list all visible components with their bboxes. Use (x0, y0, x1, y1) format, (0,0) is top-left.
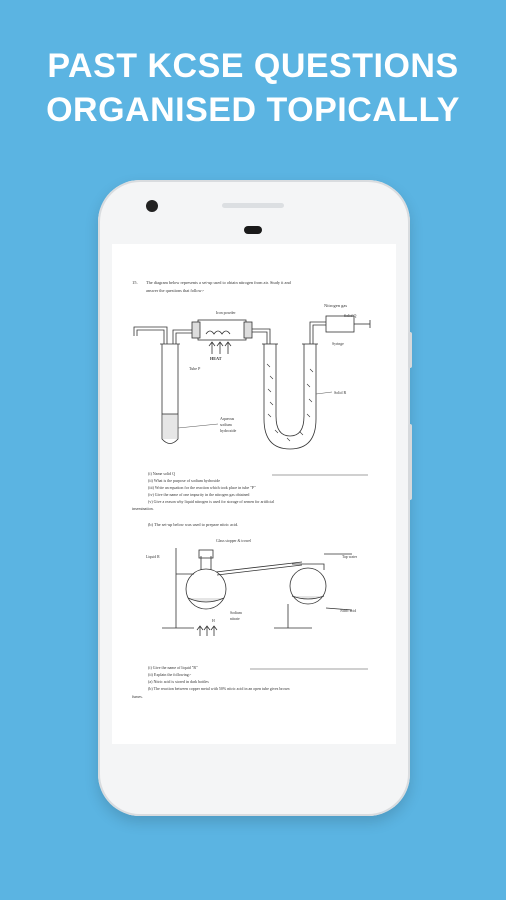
nitrogen-apparatus-diagram (133, 315, 371, 450)
label-sodium: sodium (220, 422, 233, 427)
nitric-acid-apparatus-diagram (162, 548, 353, 636)
front-camera-icon (146, 200, 158, 212)
question-page[interactable]: 15. The diagram below represents a set-u… (112, 244, 396, 744)
question-intro-line-1: The diagram below represents a set-up us… (146, 280, 292, 285)
promo-headline: PAST KCSE QUESTIONS ORGANISED TOPICALLY (0, 44, 506, 132)
question-line: (iii) Write an equation for the reaction… (148, 485, 256, 490)
headline-line-2: ORGANISED TOPICALLY (46, 91, 460, 129)
label-h: H (212, 619, 215, 623)
label-tap-water: Tap water (342, 555, 358, 559)
label-liquid-r: Liquid R (146, 555, 160, 559)
label-aqueous: Aqueous (220, 416, 235, 421)
questions-part-2: (i) Give the name of liquid "R" (ii) Exp… (132, 665, 368, 699)
question-line: (ii) What is the purpose of sodium hydro… (148, 478, 220, 483)
question-line: fumes. (132, 694, 143, 699)
phone-screen[interactable]: 15. The diagram below represents a set-u… (112, 244, 396, 744)
label-nitrogen-gas: Nitrogen gas (324, 303, 347, 308)
question-line: (v) Give a reason why liquid nitrogen is… (148, 499, 275, 504)
question-line: (a) Nitric acid is stored in dark bottle… (148, 679, 209, 684)
question-line: (i) Name solid Q (148, 471, 175, 476)
label-nitric-acid: Nitric acid (340, 609, 356, 613)
phone-side-button-lower (408, 424, 412, 500)
question-line: (b) The reaction between copper metal wi… (148, 686, 290, 691)
question-intro-line-2: answer the questions that follow:- (146, 288, 205, 293)
label-iron-powder: Iron powder (216, 310, 236, 315)
label-syringe: Syringe (332, 342, 344, 346)
earpiece-speaker (222, 203, 284, 208)
label-solid-q: Solid Q (344, 313, 356, 318)
question-line: (iv) Give the name of one impurity in th… (148, 492, 249, 497)
question-number: 15. (132, 280, 138, 285)
part-b-intro: (b) The set-up below was used to prepare… (148, 522, 238, 527)
question-line: (ii) Explain the following:- (148, 672, 192, 677)
label-heat: HEAT (210, 356, 222, 361)
label-hydroxide: hydroxide (220, 428, 236, 433)
question-line: (i) Give the name of liquid "R" (148, 665, 198, 670)
label-tube-p: Tube P (189, 366, 201, 371)
label-sodium: Sodium (230, 611, 242, 615)
label-nitrate: nitrate (230, 617, 240, 621)
phone-side-button-upper (408, 332, 412, 368)
headline-line-1: PAST KCSE QUESTIONS (47, 47, 459, 85)
label-glass-stopper: Glass stopper & trowel (216, 539, 251, 543)
label-solid-r: Solid R (334, 390, 346, 395)
proximity-sensor (244, 226, 262, 234)
phone-mockup: 15. The diagram below represents a set-u… (98, 180, 412, 816)
question-line: insemination. (132, 506, 154, 511)
questions-part-1: (i) Name solid Q (ii) What is the purpos… (132, 471, 368, 511)
